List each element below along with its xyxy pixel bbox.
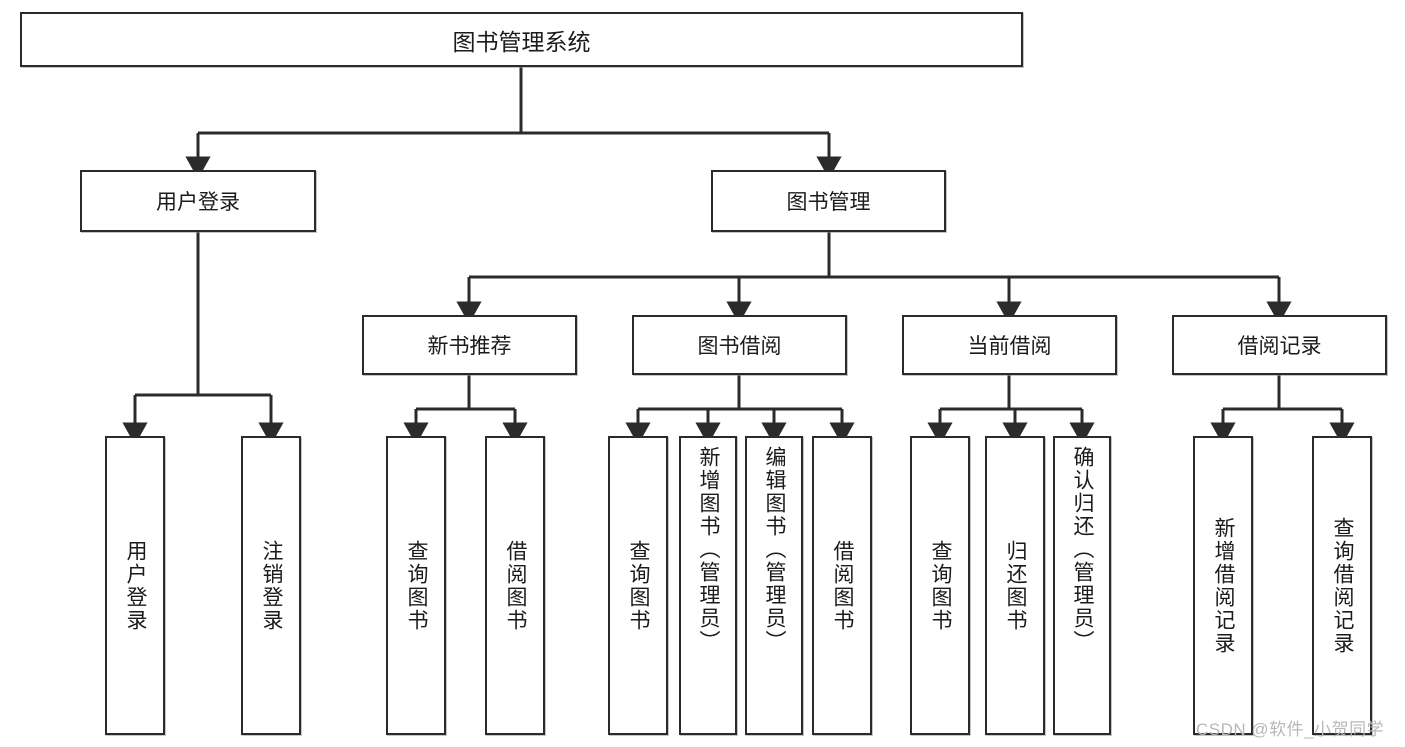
node-label: 借阅图书	[831, 539, 855, 632]
node-book-manage[interactable]: 图书管理	[711, 170, 946, 232]
node-leaf-query-book-2[interactable]: 查询图书	[608, 436, 668, 735]
node-label: 归还图书	[1004, 539, 1028, 632]
node-leaf-borrow-book-1[interactable]: 借阅图书	[485, 436, 545, 735]
node-label: 查询图书	[405, 539, 429, 632]
node-leaf-add-borrow-record[interactable]: 新增借阅记录	[1193, 436, 1253, 735]
node-label: 用户登录	[156, 191, 240, 214]
node-label: 借阅记录	[1237, 335, 1322, 358]
node-label: 新增借阅记录	[1212, 516, 1236, 655]
node-label: 借阅图书	[504, 539, 528, 632]
node-label: 图书管理系统	[452, 28, 591, 55]
node-leaf-confirm-return-admin[interactable]: 确认归还（管理员）	[1053, 436, 1111, 735]
node-label: 确认归还（管理员）	[1071, 446, 1095, 653]
node-leaf-user-logout[interactable]: 注销登录	[241, 436, 301, 735]
node-label: 用户登录	[124, 539, 148, 632]
node-current-borrow[interactable]: 当前借阅	[902, 315, 1117, 375]
node-label: 图书管理	[786, 191, 871, 214]
node-label: 新书推荐	[427, 335, 512, 358]
node-user-login[interactable]: 用户登录	[80, 170, 316, 232]
node-label: 图书借阅	[697, 335, 782, 358]
node-label: 查询图书	[627, 539, 651, 632]
node-leaf-borrow-book-2[interactable]: 借阅图书	[812, 436, 872, 735]
node-label: 当前借阅	[967, 335, 1052, 358]
node-leaf-edit-book-admin[interactable]: 编辑图书（管理员）	[745, 436, 803, 735]
node-label: 新增图书（管理员）	[697, 446, 721, 653]
node-book-borrow[interactable]: 图书借阅	[632, 315, 847, 375]
node-leaf-query-book-1[interactable]: 查询图书	[386, 436, 446, 735]
node-label: 编辑图书（管理员）	[763, 446, 787, 653]
node-borrow-record[interactable]: 借阅记录	[1172, 315, 1387, 375]
node-label: 查询借阅记录	[1331, 516, 1355, 655]
watermark-text: CSDN @软件_小贺同学	[1196, 720, 1385, 739]
node-root[interactable]: 图书管理系统	[20, 12, 1023, 67]
node-leaf-add-book-admin[interactable]: 新增图书（管理员）	[679, 436, 737, 735]
node-leaf-query-borrow-record[interactable]: 查询借阅记录	[1312, 436, 1372, 735]
node-label: 注销登录	[260, 539, 284, 632]
node-leaf-user-login[interactable]: 用户登录	[105, 436, 165, 735]
node-label: 查询图书	[929, 539, 953, 632]
node-leaf-query-book-3[interactable]: 查询图书	[910, 436, 970, 735]
node-new-book-recommend[interactable]: 新书推荐	[362, 315, 577, 375]
node-leaf-return-book[interactable]: 归还图书	[985, 436, 1045, 735]
